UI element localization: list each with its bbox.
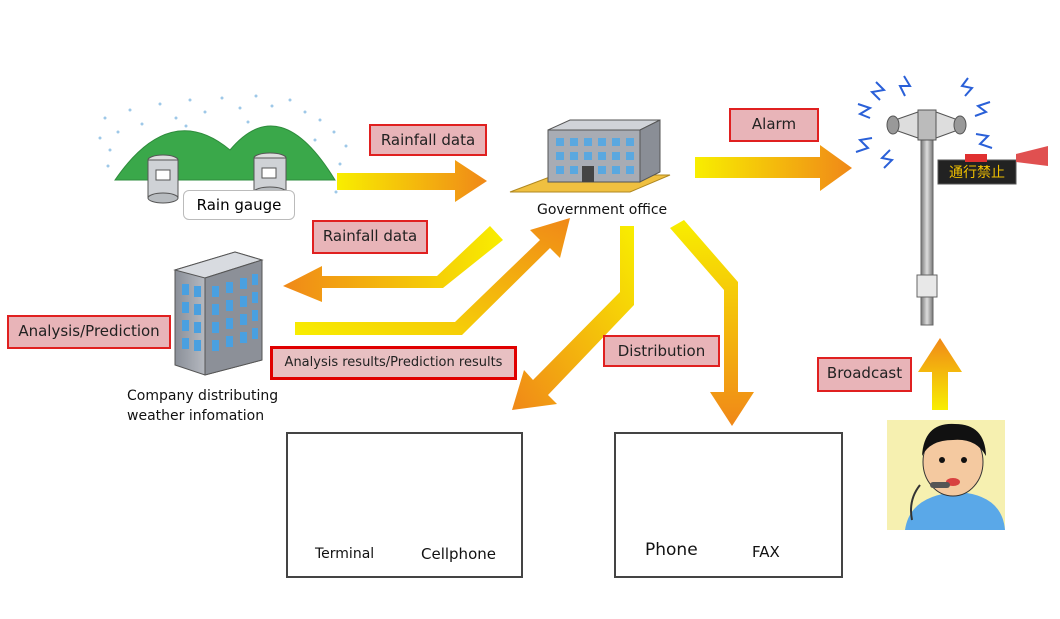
cellphone-caption: Cellphone [421,545,496,563]
label-distribution: Distribution [603,335,720,367]
arrow-government-to-terminal [512,226,634,410]
rain-gauge-icon [253,152,287,198]
arrow-broadcast-to-speaker [918,338,962,410]
terminal-caption: Terminal [315,546,375,562]
phone-caption: Phone [645,540,698,560]
fax-caption: FAX [752,543,780,561]
arrow-rainfall-to-government [337,160,487,202]
company-caption: Company distributing weather infomation [127,386,278,426]
sound-waves [855,75,993,169]
label-broadcast: Broadcast [817,357,912,392]
company-caption-line2: weather infomation [127,408,265,424]
terminal-cellphone-panel [286,432,523,578]
sign-text: 通行禁止 [949,165,1005,181]
government-office-caption: Government office [537,202,668,218]
company-caption-line1: Company distributing [127,388,279,404]
rain-gauge-illustration [98,94,352,204]
label-rainfall-data-to-company: Rainfall data [312,220,428,254]
rain-gauge-icon [147,154,179,204]
alarm-pole-icon: 通行禁止 [855,75,1048,326]
company-building-icon [173,251,264,376]
broadcaster-person-icon [887,420,1005,530]
government-office-icon [509,119,671,193]
label-analysis-results: Analysis results/Prediction results [270,346,517,380]
rain-gauge-caption: Rain gauge [183,190,295,220]
label-alarm: Alarm [729,108,819,142]
siren-speaker-icon [886,109,967,141]
arrow-government-to-company [283,226,503,302]
label-rainfall-data-to-government: Rainfall data [369,124,487,156]
arrow-company-to-government [295,218,570,335]
arrow-government-to-alarm [695,145,852,191]
phone-fax-panel [614,432,843,578]
label-analysis-prediction: Analysis/Prediction [7,315,171,349]
warning-sign: 通行禁止 [937,146,1048,185]
arrow-government-to-phone [670,220,754,426]
rain-drops [98,94,352,194]
